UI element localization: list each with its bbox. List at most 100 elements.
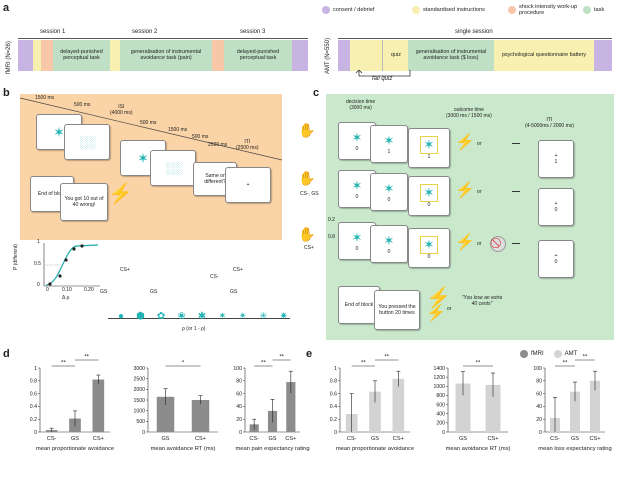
- y-tick-label: 0.2: [30, 417, 37, 423]
- iti-c-duration: (4-5000ms / 2000 ms): [525, 122, 574, 129]
- y-tick-label: 200: [436, 421, 445, 427]
- feedback-card: You got 10 out of 40 wrong!: [60, 183, 108, 221]
- counter-value: 0: [355, 146, 359, 152]
- counter-value: 0: [387, 249, 391, 255]
- star-stimulus-icon: ✶: [383, 181, 395, 196]
- legend-dot: [583, 6, 591, 14]
- row-label-cs-plus: CS+: [304, 245, 314, 251]
- y-tick-label: 400: [436, 412, 445, 418]
- panel-letter-b: b: [3, 87, 10, 99]
- hexagon-shape-icon: ⬢: [136, 311, 145, 322]
- counter-value: 0: [554, 207, 558, 213]
- instructions-segment: [33, 40, 41, 71]
- trial-card: ✶1: [408, 128, 450, 168]
- debrief-segment: [292, 40, 308, 71]
- fixation-cross: +: [554, 153, 558, 159]
- time-label: 2500 ms: [208, 142, 228, 148]
- significance-stars: **: [384, 355, 389, 361]
- time-label: 500 ms: [140, 120, 157, 126]
- consent-segment: [338, 40, 350, 71]
- circle-shape-icon: ●: [118, 311, 125, 322]
- amt-legend-label: AMT: [564, 351, 578, 357]
- star-stimulus-icon: ✶: [351, 130, 363, 145]
- x-tick-label: GS: [268, 436, 276, 442]
- y-tick-label: 0: [142, 430, 145, 436]
- row-label-cs-minus-gs: CS-, GS: [300, 191, 319, 197]
- trial-card: ✶0: [408, 176, 450, 216]
- legend-label: consent / debrief: [333, 7, 375, 13]
- cs-plus-label: CS+: [120, 267, 130, 273]
- trial-card: ✶0: [370, 173, 408, 211]
- counter-value: 1: [554, 159, 558, 165]
- task-segment-2: generalisation of instrumental avoidance…: [120, 40, 212, 71]
- star-stimulus-icon: ✶: [53, 123, 65, 140]
- y-tick-label: 2500: [133, 376, 145, 382]
- y-tick-label: 0.4: [30, 404, 37, 410]
- legend-dot: [412, 6, 420, 14]
- gs-label: GS: [100, 289, 108, 295]
- isi-text: ISI: [118, 104, 125, 110]
- y-tick-label: 0.4: [330, 404, 337, 410]
- iti-duration: (2500 ms): [236, 144, 259, 151]
- y-tick-label: 100: [533, 366, 542, 372]
- lightning-bolt-icon: ⚡: [426, 287, 451, 309]
- star-stimulus-icon: ✶: [351, 178, 363, 193]
- bar: [286, 382, 296, 432]
- panel-letter-e: e: [306, 348, 313, 360]
- x-tick-label: CS+: [393, 436, 404, 442]
- x-tick-label: CS-: [550, 436, 560, 442]
- probability-label: 0.2: [328, 217, 335, 223]
- or-label: or: [477, 241, 482, 247]
- outcome-duration: (3000 ms / 1500 ms): [446, 112, 492, 119]
- star-stimulus-icon: ✶: [351, 230, 363, 245]
- legend-label: shock intensity work-up procedure: [519, 4, 578, 16]
- trial-card: ✶0: [338, 222, 376, 260]
- or-label: or: [477, 141, 482, 147]
- task-segment-1: delayed-punished perceptual task: [53, 40, 110, 71]
- bar: [92, 379, 105, 432]
- y-tick-label: 40: [536, 404, 542, 410]
- x-tick-label: CS+: [589, 436, 600, 442]
- y-tick-label: 20: [536, 417, 542, 423]
- y-tick-label: 800: [436, 393, 445, 399]
- shock-segment: [212, 40, 224, 71]
- y-tick-label: 1: [34, 366, 37, 372]
- y-tick-label: 0: [239, 430, 242, 436]
- legend-item-task: task: [583, 6, 604, 14]
- xtick: 0.20: [84, 287, 94, 293]
- questionnaire-segment: psychological questionnaire battery: [494, 40, 594, 71]
- fmri-dot: [520, 350, 528, 358]
- trial-card: ✶0: [408, 228, 450, 268]
- y-tick-label: 0.2: [330, 417, 337, 423]
- iti-card: +0: [538, 188, 574, 226]
- legend-label: standardised instructions: [423, 7, 485, 13]
- x-axis-title: mean loss expectancy rating: [538, 446, 611, 452]
- panel-letter-a: a: [3, 2, 10, 14]
- shock-segment: [41, 40, 53, 71]
- psychometric-plot: [43, 243, 100, 287]
- continuum-axis: [108, 318, 290, 319]
- x-tick-label: GS: [71, 436, 79, 442]
- hand-press-crossed-icon: ✋: [298, 170, 316, 186]
- decision-duration: (3000 ms): [349, 104, 372, 111]
- lightning-bolt-icon: ⚡: [455, 234, 475, 251]
- x-tick-label: GS: [571, 436, 579, 442]
- panel-letter-d: d: [3, 348, 10, 360]
- y-tick-label: 60: [236, 391, 242, 397]
- fixation-card: +: [225, 167, 271, 203]
- lightning-bolt-icon: ⚡: [108, 183, 133, 205]
- star-shape-icon: ✷: [279, 311, 288, 322]
- dash: [512, 191, 520, 192]
- y-tick-label: 20: [236, 417, 242, 423]
- significance-stars: **: [583, 355, 588, 361]
- y-tick-label: 0.6: [30, 391, 37, 397]
- star-stimulus-icon: ✶: [383, 233, 395, 248]
- y-tick-label: 1: [334, 366, 337, 372]
- x-tick-label: CS-: [347, 436, 357, 442]
- x-axis-title: mean avoidance RT (ms): [151, 446, 216, 452]
- panel-letter-c: c: [313, 87, 320, 99]
- iti-card: +1: [538, 140, 574, 178]
- gs-label: GS: [230, 289, 238, 295]
- probability-label: 0.8: [328, 234, 335, 240]
- x-tick-label: CS+: [195, 436, 206, 442]
